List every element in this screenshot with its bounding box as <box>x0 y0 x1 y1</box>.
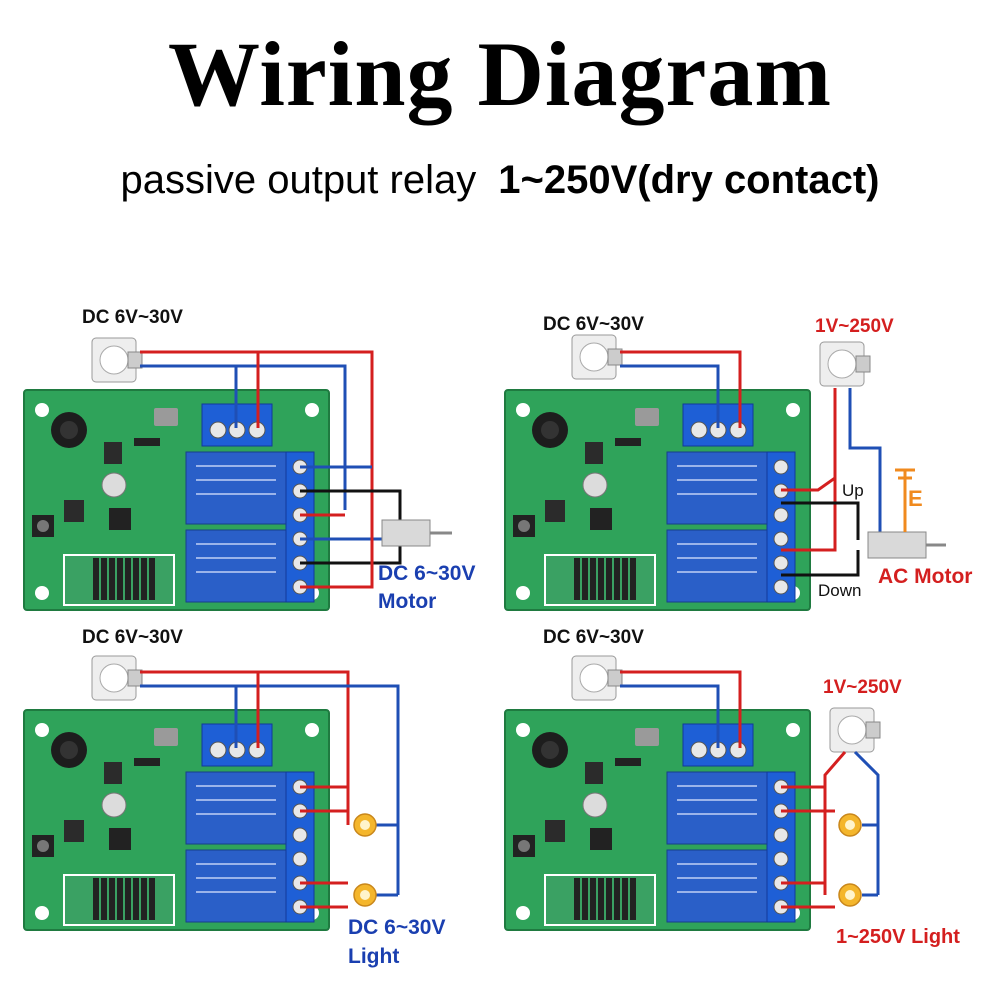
page-subtitle: passive output relay 1~250V(dry contact) <box>0 152 1000 208</box>
ac-light-ac-socket <box>829 707 881 753</box>
dc-motor-power-adapter <box>91 337 143 383</box>
ac-motor-down-label: Down <box>818 581 861 600</box>
ac-motor-ac-supply-label: 1V~250V <box>815 316 894 337</box>
dc-light-load-line1: DC 6~30V <box>348 916 445 939</box>
dc-motor-icon <box>381 519 431 547</box>
panel-ac-motor: DC 6V~30V 1V~250V E Up Down AC Motor <box>505 314 972 610</box>
subtitle-bold: 1~250V(dry contact) <box>498 158 880 202</box>
ac-motor-power-adapter <box>571 334 623 380</box>
ac-motor-up-label: Up <box>842 481 864 500</box>
ac-motor-ac-socket <box>819 341 871 387</box>
ac-motor-icon <box>867 531 927 559</box>
ac-light-bulb-1 <box>838 813 862 837</box>
ac-light-power-adapter <box>571 655 623 701</box>
ac-light-ac-supply-label: 1V~250V <box>823 677 902 698</box>
page-title: Wiring Diagram <box>168 23 832 125</box>
ac-light-load-label: 1~250V Light <box>836 926 960 948</box>
panel-dc-motor: DC 6V~30V DC 6~30V Motor <box>24 307 475 613</box>
dc-motor-pcb <box>24 390 329 610</box>
dc-light-bulb-2 <box>353 883 377 907</box>
dc-light-bulb-1 <box>353 813 377 837</box>
ac-motor-earth-label: E <box>908 486 923 511</box>
dc-light-supply-label: DC 6V~30V <box>82 627 183 648</box>
dc-light-load-line2: Light <box>348 945 399 968</box>
dc-motor-load-line1: DC 6~30V <box>378 562 475 585</box>
ac-light-supply-label: DC 6V~30V <box>543 627 644 648</box>
dc-motor-supply-label: DC 6V~30V <box>82 307 183 328</box>
ac-motor-load-label: AC Motor <box>878 565 972 588</box>
dc-light-power-adapter <box>91 655 143 701</box>
dc-light-pcb <box>24 710 329 930</box>
panel-dc-light: DC 6V~30V DC 6~30V Light <box>24 627 445 968</box>
ac-motor-supply-label: DC 6V~30V <box>543 314 644 335</box>
subtitle-normal: passive output relay <box>120 158 477 202</box>
ac-motor-pcb <box>505 390 810 610</box>
ac-light-bulb-2 <box>838 883 862 907</box>
dc-motor-load-line2: Motor <box>378 590 436 613</box>
panel-ac-light: DC 6V~30V 1V~250V 1~250V Light <box>505 627 960 948</box>
ac-light-pcb <box>505 710 810 930</box>
